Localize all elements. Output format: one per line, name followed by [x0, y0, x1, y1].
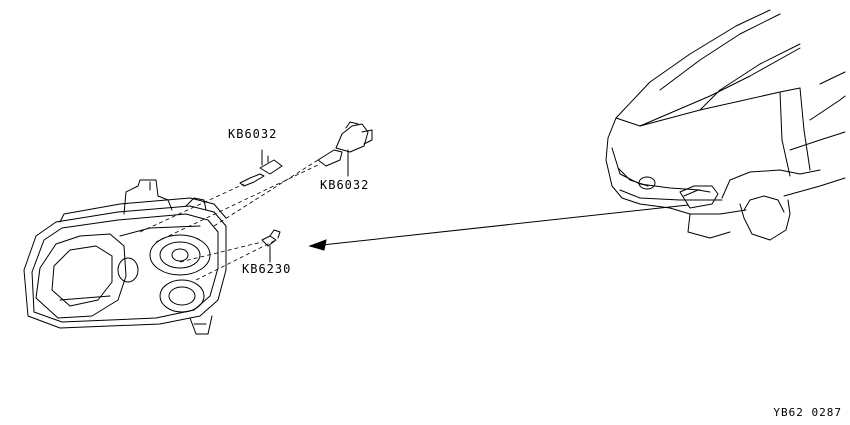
location-arrow: [308, 204, 689, 251]
label-bulb-upper-small: KB6032: [228, 127, 278, 141]
bulb-lower: [261, 229, 281, 263]
car-front-view: [605, 9, 846, 241]
label-bulb-lower: KB6230: [242, 262, 292, 276]
bulb-upper-small: [239, 149, 283, 187]
diagram-reference-code: YB62 0287: [773, 406, 842, 419]
headlamp-assembly: [23, 179, 227, 335]
bulb-upper-large: [317, 121, 373, 177]
label-bulb-upper-large: KB6032: [320, 178, 370, 192]
assembly-guides: [139, 159, 321, 281]
